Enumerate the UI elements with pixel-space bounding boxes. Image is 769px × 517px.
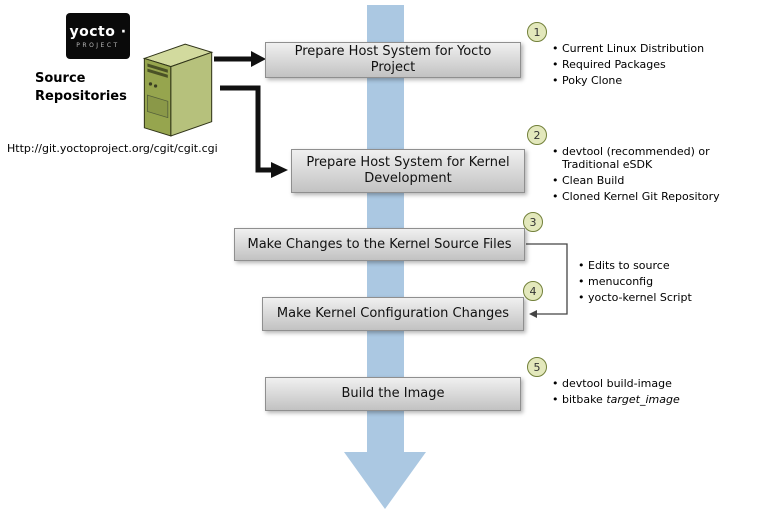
- yocto-logo-subtext: PROJECT: [76, 41, 120, 49]
- bullet-item: menuconfig: [577, 275, 747, 288]
- bullet-item: bitbake target_image: [551, 393, 756, 406]
- step-3-title: Make Changes to the Kernel Source Files: [247, 236, 512, 252]
- step-number-badge-4: 4: [523, 281, 543, 301]
- bullet-item: Edits to source: [577, 259, 747, 272]
- step-1-bullet-list: Current Linux Distribution Required Pack…: [551, 42, 756, 90]
- step-box-1: Prepare Host System for Yocto Project: [265, 42, 521, 78]
- bullet-item: devtool (recommended) or Traditional eSD…: [551, 145, 729, 171]
- bullet-item: devtool build-image: [551, 377, 756, 390]
- step-5-bullet-list: devtool build-image bitbake target_image: [551, 377, 756, 409]
- step-number-badge-5: 5: [527, 357, 547, 377]
- bullet-text: bitbake: [562, 393, 607, 406]
- bullet-item: Current Linux Distribution: [551, 42, 756, 55]
- step-2-bullet-list: devtool (recommended) or Traditional eSD…: [551, 145, 729, 206]
- step-box-2: Prepare Host System for Kernel Developme…: [291, 149, 525, 193]
- bullet-item: Clean Build: [551, 174, 729, 187]
- bullet-text-italic: target_image: [606, 393, 680, 406]
- yocto-logo-text: yocto ·: [69, 23, 127, 40]
- bullet-item: Required Packages: [551, 58, 756, 71]
- arrow-server-to-step1: [214, 51, 266, 67]
- bullet-item: Cloned Kernel Git Repository: [551, 190, 729, 203]
- step-box-4: Make Kernel Configuration Changes: [262, 297, 524, 331]
- step-5-title: Build the Image: [341, 386, 445, 401]
- bullet-item: Poky Clone: [551, 74, 756, 87]
- step-number-badge-2: 2: [527, 125, 547, 145]
- source-repositories-label: Source Repositories: [35, 71, 127, 104]
- step-1-title: Prepare Host System for Yocto Project: [294, 44, 492, 75]
- flow-arrow-head: [344, 452, 426, 509]
- step-box-5: Build the Image: [265, 377, 521, 411]
- step-4-title: Make Kernel Configuration Changes: [276, 306, 510, 321]
- source-repositories-url: Http://git.yoctoproject.org/cgit/cgit.cg…: [7, 142, 218, 155]
- step-2-title: Prepare Host System for Kernel Developme…: [306, 155, 510, 186]
- steps-3-4-shared-bullet-list: Edits to source menuconfig yocto-kernel …: [577, 259, 747, 307]
- bullet-item: yocto-kernel Script: [577, 291, 747, 304]
- server-icon: [142, 43, 214, 137]
- step-box-3: Make Changes to the Kernel Source Files: [234, 228, 525, 261]
- yocto-logo: yocto · PROJECT: [66, 13, 130, 59]
- arrow-server-to-step2: [220, 85, 288, 178]
- step-number-badge-3: 3: [523, 212, 543, 232]
- step-number-badge-1: 1: [527, 22, 547, 42]
